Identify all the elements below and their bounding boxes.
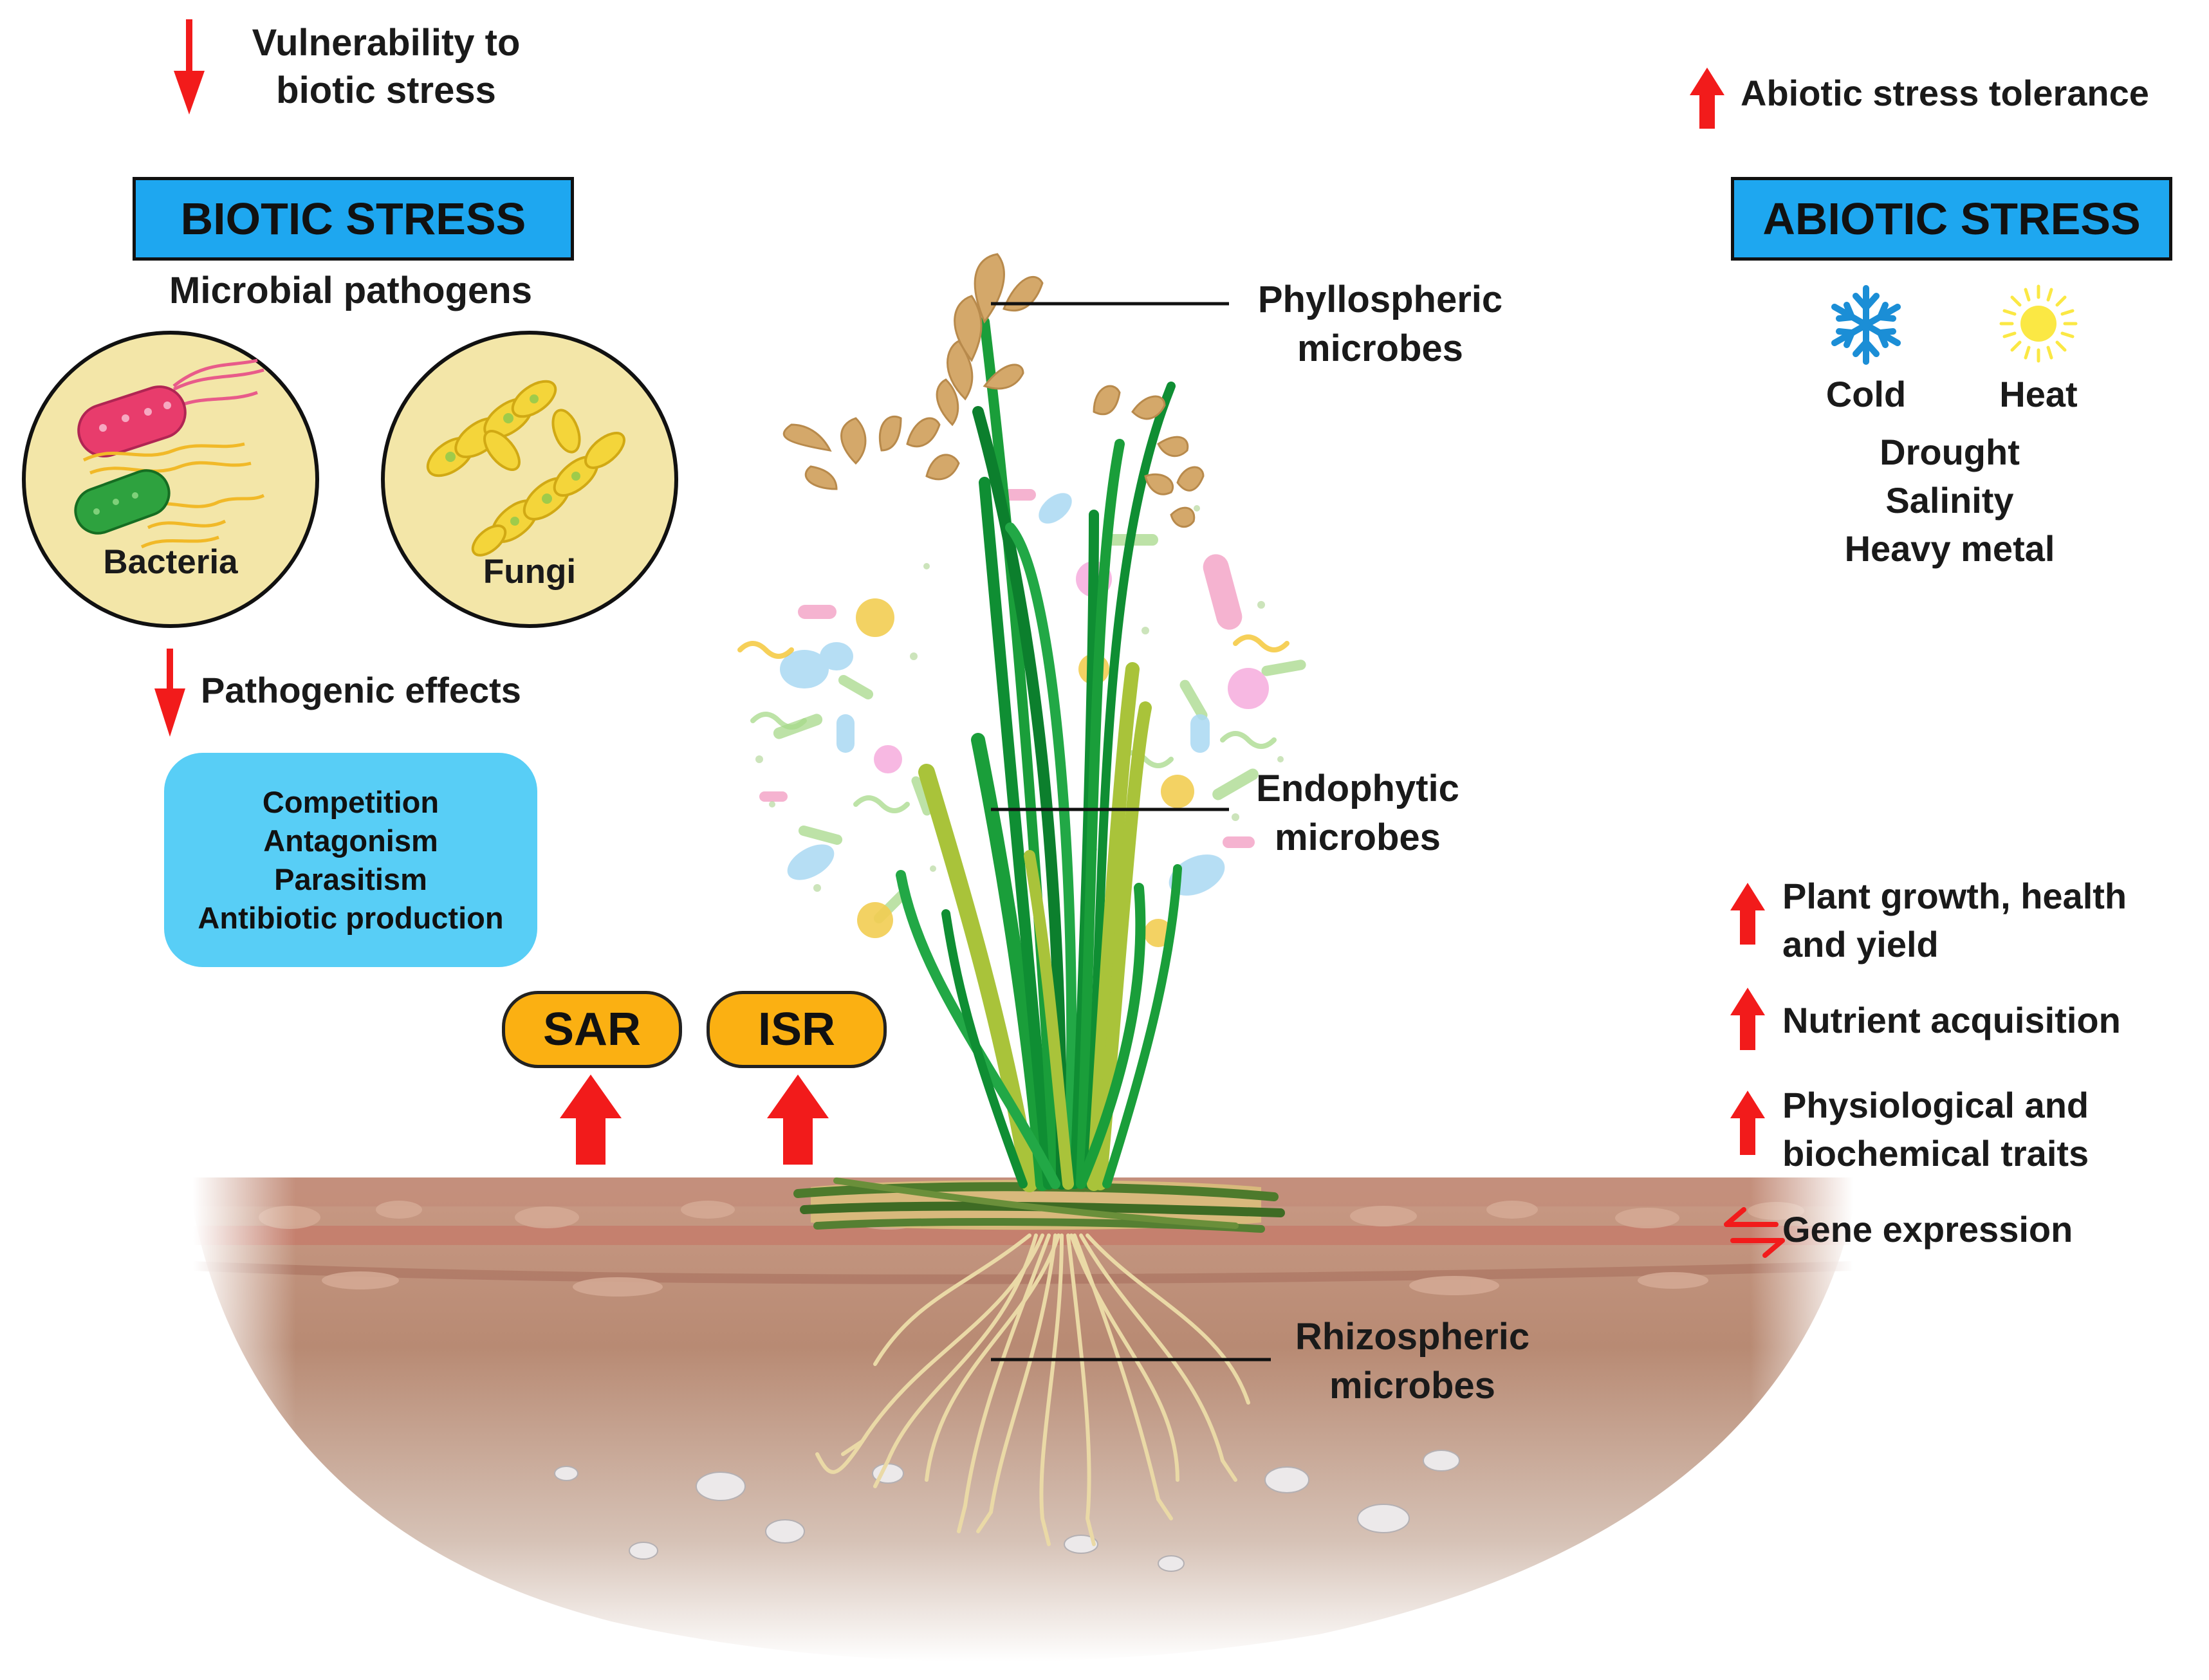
- benefit-nutrient: Nutrient acquisition: [1782, 1000, 2121, 1040]
- arrow-up-icon: [560, 1075, 622, 1165]
- effect-item: Antagonism: [263, 823, 438, 858]
- soil: [193, 1177, 1853, 1662]
- arrow-down-icon: [154, 649, 185, 737]
- endophytic-line-2: microbes: [1275, 817, 1441, 858]
- isr-badge: ISR: [707, 991, 887, 1068]
- benefit-growth: Plant growth, health and yield: [1782, 872, 2127, 968]
- arrow-up-icon: [1730, 988, 1765, 1050]
- roots: [815, 1233, 1250, 1546]
- arrow-up-icon: [1730, 883, 1765, 945]
- abiotic-stress-item: Drought: [1880, 432, 2020, 472]
- benefit-physio-line-2: biochemical traits: [1782, 1133, 2089, 1174]
- arrow-up-icon: [767, 1075, 829, 1165]
- snowflake-icon: [1831, 285, 1901, 365]
- benefit-gene-expression: Gene expression: [1782, 1209, 2073, 1250]
- abiotic-tolerance-label: Abiotic stress tolerance: [1741, 73, 2149, 113]
- rhizospheric-label: Rhizospheric microbes: [1252, 1313, 1573, 1410]
- benefit-growth-line-1: Plant growth, health: [1782, 876, 2127, 916]
- pathogenic-effects-box: Competition Antagonism Parasitism Antibi…: [164, 753, 537, 967]
- effect-item: Competition: [262, 784, 439, 819]
- bidirectional-arrow-icon: [1724, 1207, 1785, 1258]
- rice-plant-icon: [782, 253, 1205, 1192]
- vulnerability-line-2: biotic stress: [276, 69, 496, 111]
- abiotic-stress-item: Heavy metal: [1844, 528, 2055, 569]
- arrow-up-icon: [1730, 1091, 1765, 1155]
- benefit-physio: Physiological and biochemical traits: [1782, 1081, 2089, 1177]
- fungi-icon: [381, 331, 678, 628]
- phyllospheric-line-2: microbes: [1297, 328, 1463, 369]
- endophytic-line-1: Endophytic: [1256, 768, 1459, 809]
- benefit-physio-line-1: Physiological and: [1782, 1085, 2089, 1125]
- vulnerability-line-1: Vulnerability to: [252, 22, 521, 64]
- leader-lines: [991, 302, 1271, 1362]
- pathogenic-effects-label: Pathogenic effects: [201, 670, 521, 710]
- bacteria-icon: [22, 331, 319, 628]
- effect-item: Antibiotic production: [198, 900, 504, 935]
- abiotic-stress-list: Drought Salinity Heavy metal: [1737, 428, 2162, 573]
- phyllospheric-label: Phyllospheric microbes: [1213, 275, 1548, 373]
- phyllospheric-line-1: Phyllospheric: [1257, 279, 1503, 320]
- benefit-growth-line-2: and yield: [1782, 924, 1939, 965]
- cold-label: Cold: [1825, 374, 1907, 414]
- rhizospheric-line-1: Rhizospheric: [1295, 1316, 1530, 1358]
- microbial-pathogens-label: Microbial pathogens: [169, 270, 532, 311]
- sun-icon: [1999, 284, 2078, 363]
- sar-badge: SAR: [502, 991, 682, 1068]
- abiotic-stress-item: Salinity: [1885, 480, 2014, 521]
- effect-item: Parasitism: [274, 862, 427, 896]
- heat-label: Heat: [1999, 374, 2078, 414]
- bacteria-label: Bacteria: [103, 543, 238, 581]
- arrow-down-icon: [174, 19, 205, 115]
- microbe-cloud: [737, 489, 1306, 947]
- rhizospheric-line-2: microbes: [1329, 1365, 1495, 1407]
- endophytic-label: Endophytic microbes: [1210, 764, 1506, 862]
- biotic-stress-title: BIOTIC STRESS: [133, 177, 574, 261]
- arrow-up-icon: [1690, 68, 1724, 129]
- abiotic-stress-title: ABIOTIC STRESS: [1731, 177, 2172, 261]
- fungi-label: Fungi: [483, 553, 577, 591]
- vulnerability-label: Vulnerability to biotic stress: [212, 19, 560, 115]
